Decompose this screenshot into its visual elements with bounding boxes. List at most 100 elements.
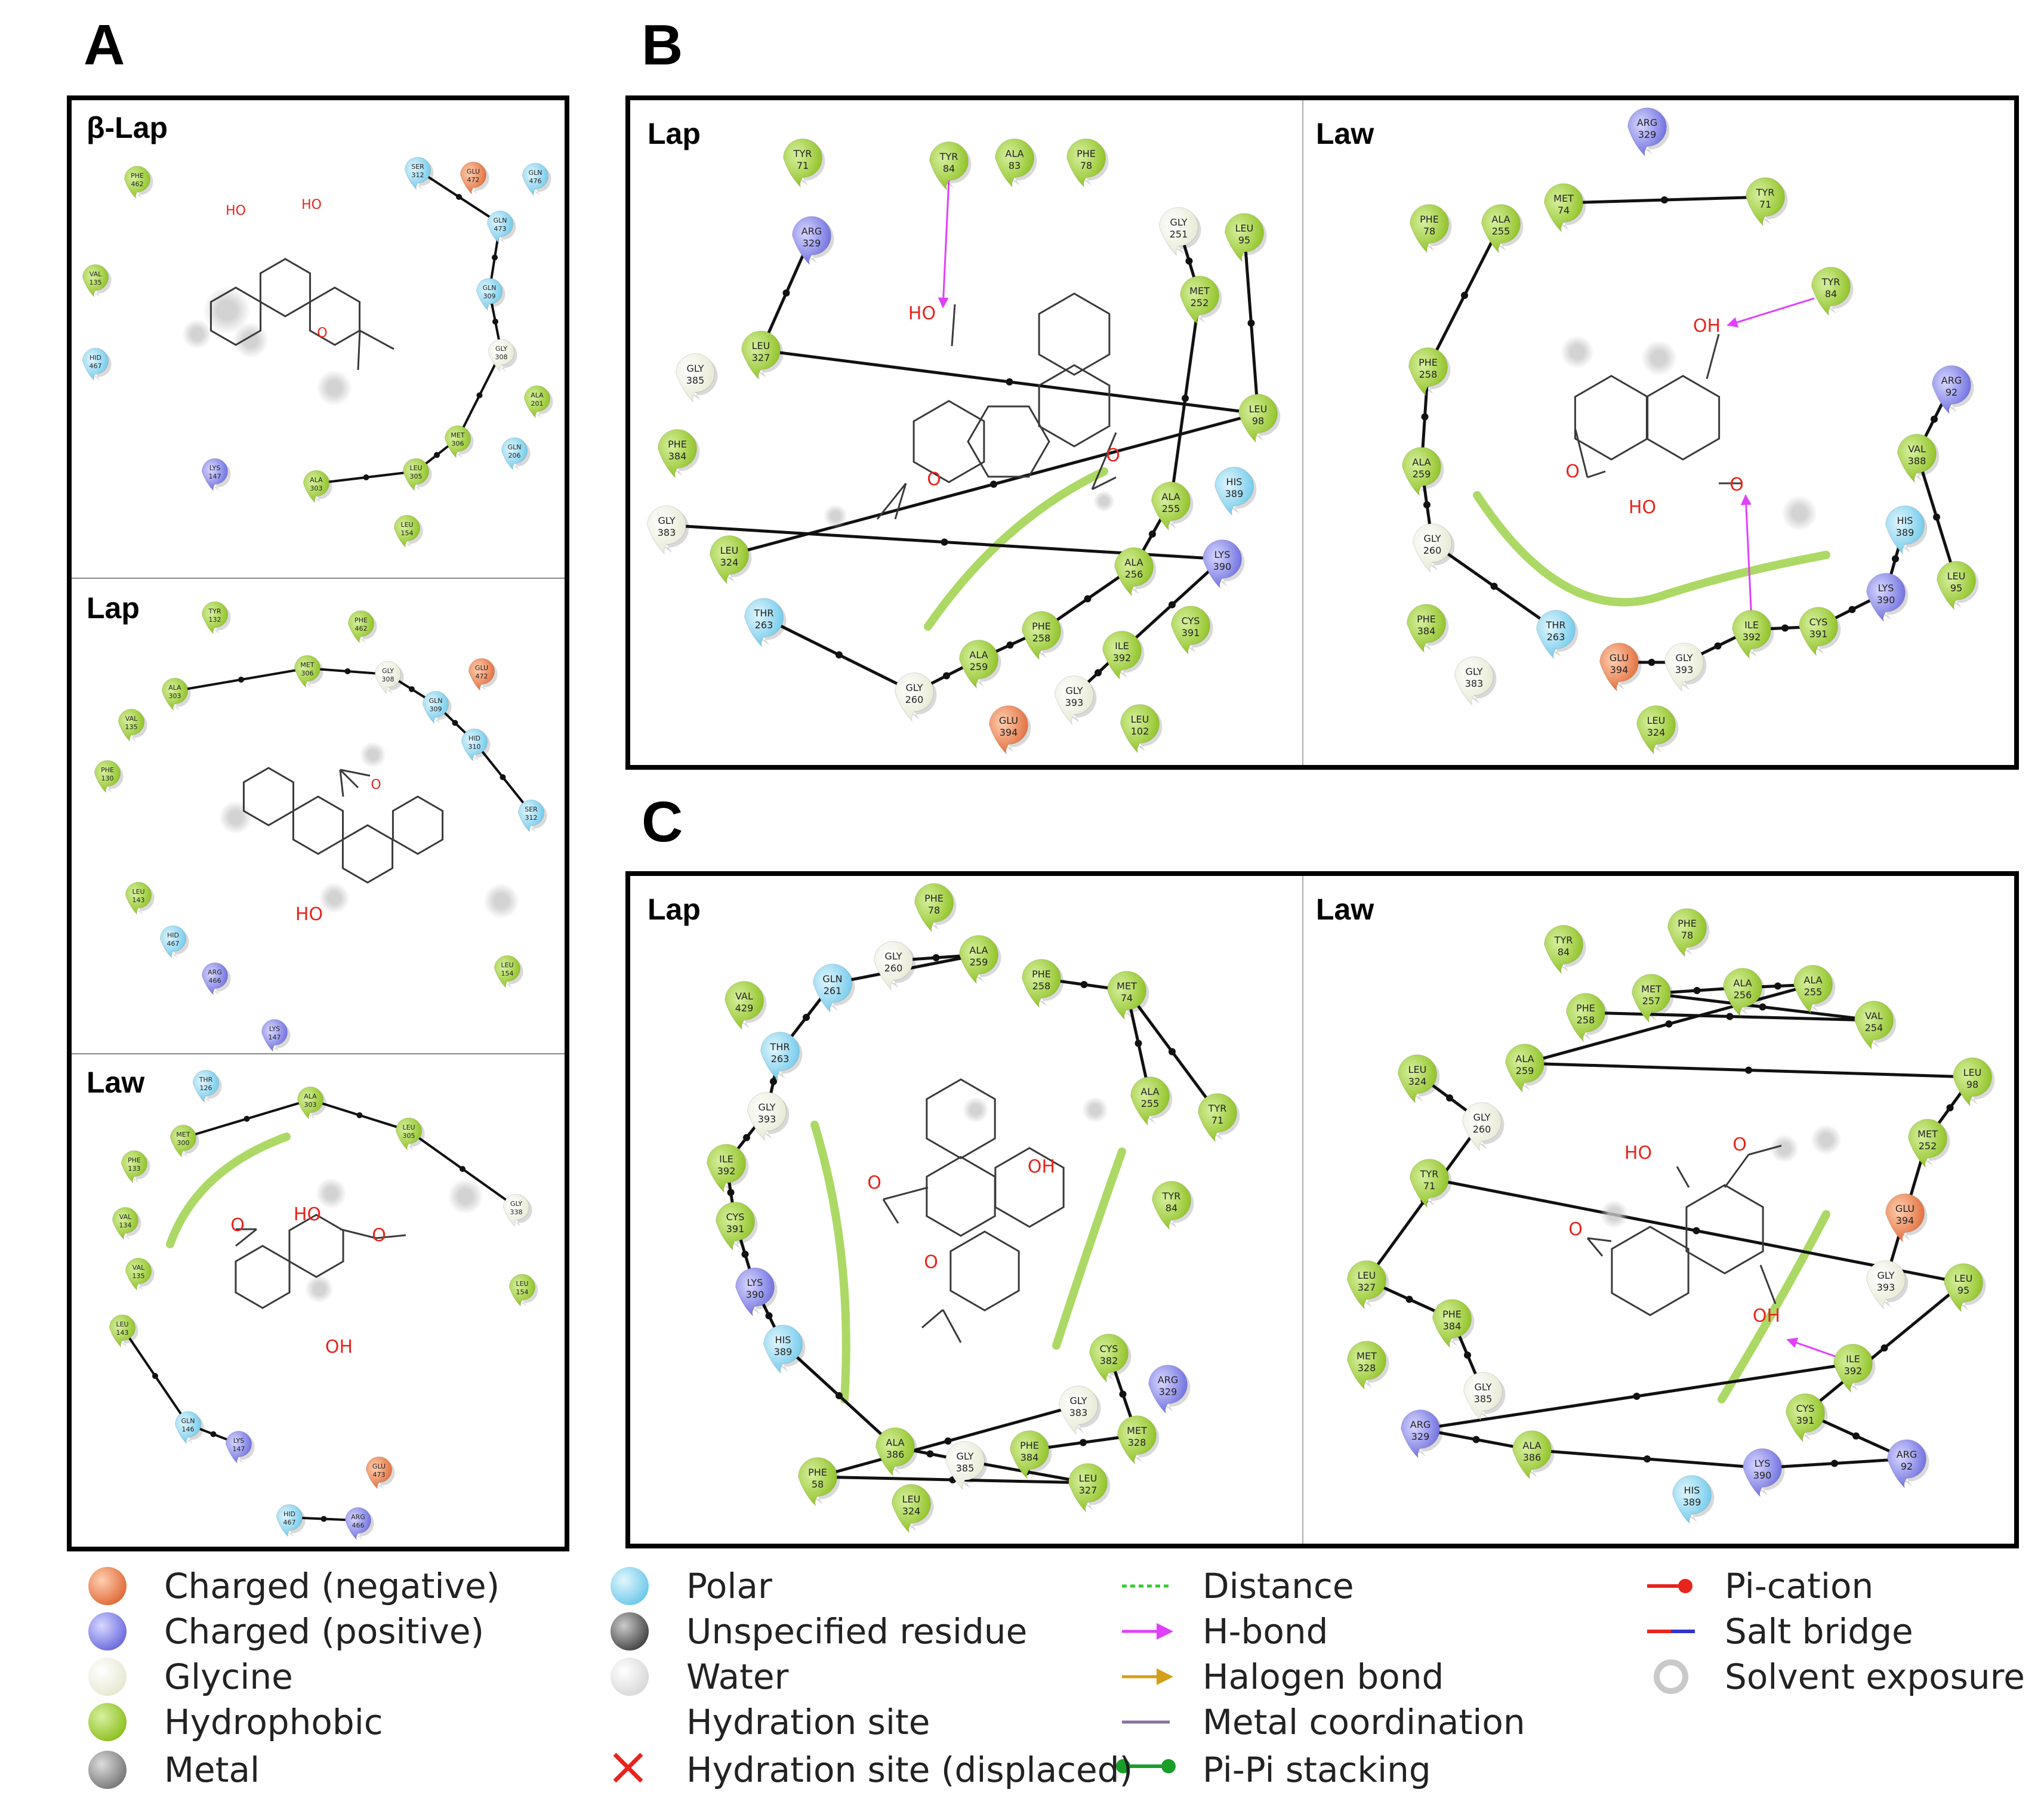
legend-charged-negative-swatch [88, 1567, 127, 1605]
residue-name: CYS [1100, 1343, 1118, 1355]
ligand-bond [359, 329, 394, 350]
residue-number: 78 [1080, 160, 1092, 171]
residue-name: LEU [752, 340, 770, 351]
atom-label-8: OH [325, 1337, 353, 1357]
backbone-dot [1490, 582, 1498, 590]
backbone-dot [836, 651, 843, 659]
hbond-0 [938, 178, 950, 308]
backbone-dot [1781, 624, 1789, 632]
residue-number: 143 [116, 1329, 129, 1337]
solvent-exposure-13 [1811, 1124, 1842, 1155]
residue-number: 134 [119, 1221, 132, 1229]
residue-name: TYR [1821, 276, 1840, 288]
residue-number: 383 [1465, 678, 1484, 689]
residue-name: LEU [400, 521, 413, 529]
backbone-dot [452, 720, 458, 726]
residue-marker [508, 1273, 536, 1307]
residue-marker [402, 458, 430, 491]
residue-name: PHE [1032, 968, 1051, 980]
solvent-exposure-3 [182, 319, 212, 349]
residue-marker [1107, 971, 1146, 1020]
hydrophobic-patch-3 [810, 1121, 850, 1403]
residue-number: 130 [101, 775, 114, 782]
residue-number: 390 [1213, 561, 1232, 572]
residue-marker [1462, 1102, 1502, 1151]
residue-marker [1401, 1409, 1440, 1458]
residue-number: 154 [401, 529, 414, 537]
residue-number: 83 [1009, 160, 1021, 171]
residue-number: 95 [1957, 1285, 1969, 1296]
residue-number: 394 [1000, 727, 1018, 738]
backbone-dot [1182, 394, 1189, 402]
residue-number: 263 [755, 619, 773, 631]
residue-number: 252 [1191, 297, 1209, 308]
solvent-exposure-10 [1561, 335, 1594, 369]
residue-marker [109, 1314, 136, 1347]
ligand-bond [942, 1309, 962, 1343]
residue-name: MET [1641, 983, 1661, 995]
backbone-dot [492, 319, 498, 325]
residue-name: MET [451, 431, 464, 439]
backbone-dot [1933, 513, 1940, 521]
residue-number: 384 [668, 451, 687, 462]
residue-number: 206 [508, 452, 521, 459]
residue-name: LEU [1235, 223, 1254, 234]
ligand-bond [339, 769, 344, 797]
residue-marker [792, 216, 831, 265]
residue-marker [1885, 505, 1925, 554]
residue-number: 71 [797, 160, 809, 171]
residue-name: ALA [310, 476, 323, 484]
residue-name: LEU [1963, 1067, 1982, 1078]
residue-name: LEU [402, 1124, 415, 1131]
backbone-dot [210, 1431, 217, 1437]
ligand-bond [1091, 432, 1117, 490]
legend-metal: Metal [164, 1750, 260, 1790]
legend-pication-icon [1647, 1579, 1692, 1593]
backbone-dot [152, 1373, 158, 1379]
residue-number: 263 [1547, 631, 1565, 643]
hydrophobic-patch-0 [924, 467, 1108, 631]
residue-number: 472 [476, 672, 488, 680]
backbone-dot [1185, 257, 1193, 265]
legend-pipi-stacking: Pi-Pi stacking [1203, 1750, 1431, 1790]
ligand-bond [876, 483, 907, 520]
ligand-bond [235, 1228, 257, 1247]
residue-name: LEU [501, 961, 513, 969]
backbone-dot [476, 392, 483, 399]
ligand-bond [921, 1309, 944, 1329]
residue-marker [763, 1325, 803, 1374]
backbone-dot [1693, 987, 1701, 994]
backbone-dot [941, 538, 948, 546]
legend-hydrophobic: Hydrophobic [164, 1702, 383, 1742]
backbone-a_blap-0 [316, 169, 503, 485]
residue-name: GLU [1895, 1203, 1914, 1214]
residue-name: PHE [924, 893, 944, 904]
residue-number: 132 [209, 616, 221, 624]
residue-marker [501, 437, 528, 470]
residue-name: MET [300, 661, 314, 669]
atom-label-3: O [371, 777, 381, 792]
atom-label-16: OH [1028, 1156, 1055, 1177]
residue-number: 327 [752, 352, 770, 363]
residue-name: TYR [1162, 1190, 1181, 1202]
panel-a-divider-1 [72, 578, 565, 579]
residue-marker [1402, 447, 1441, 496]
